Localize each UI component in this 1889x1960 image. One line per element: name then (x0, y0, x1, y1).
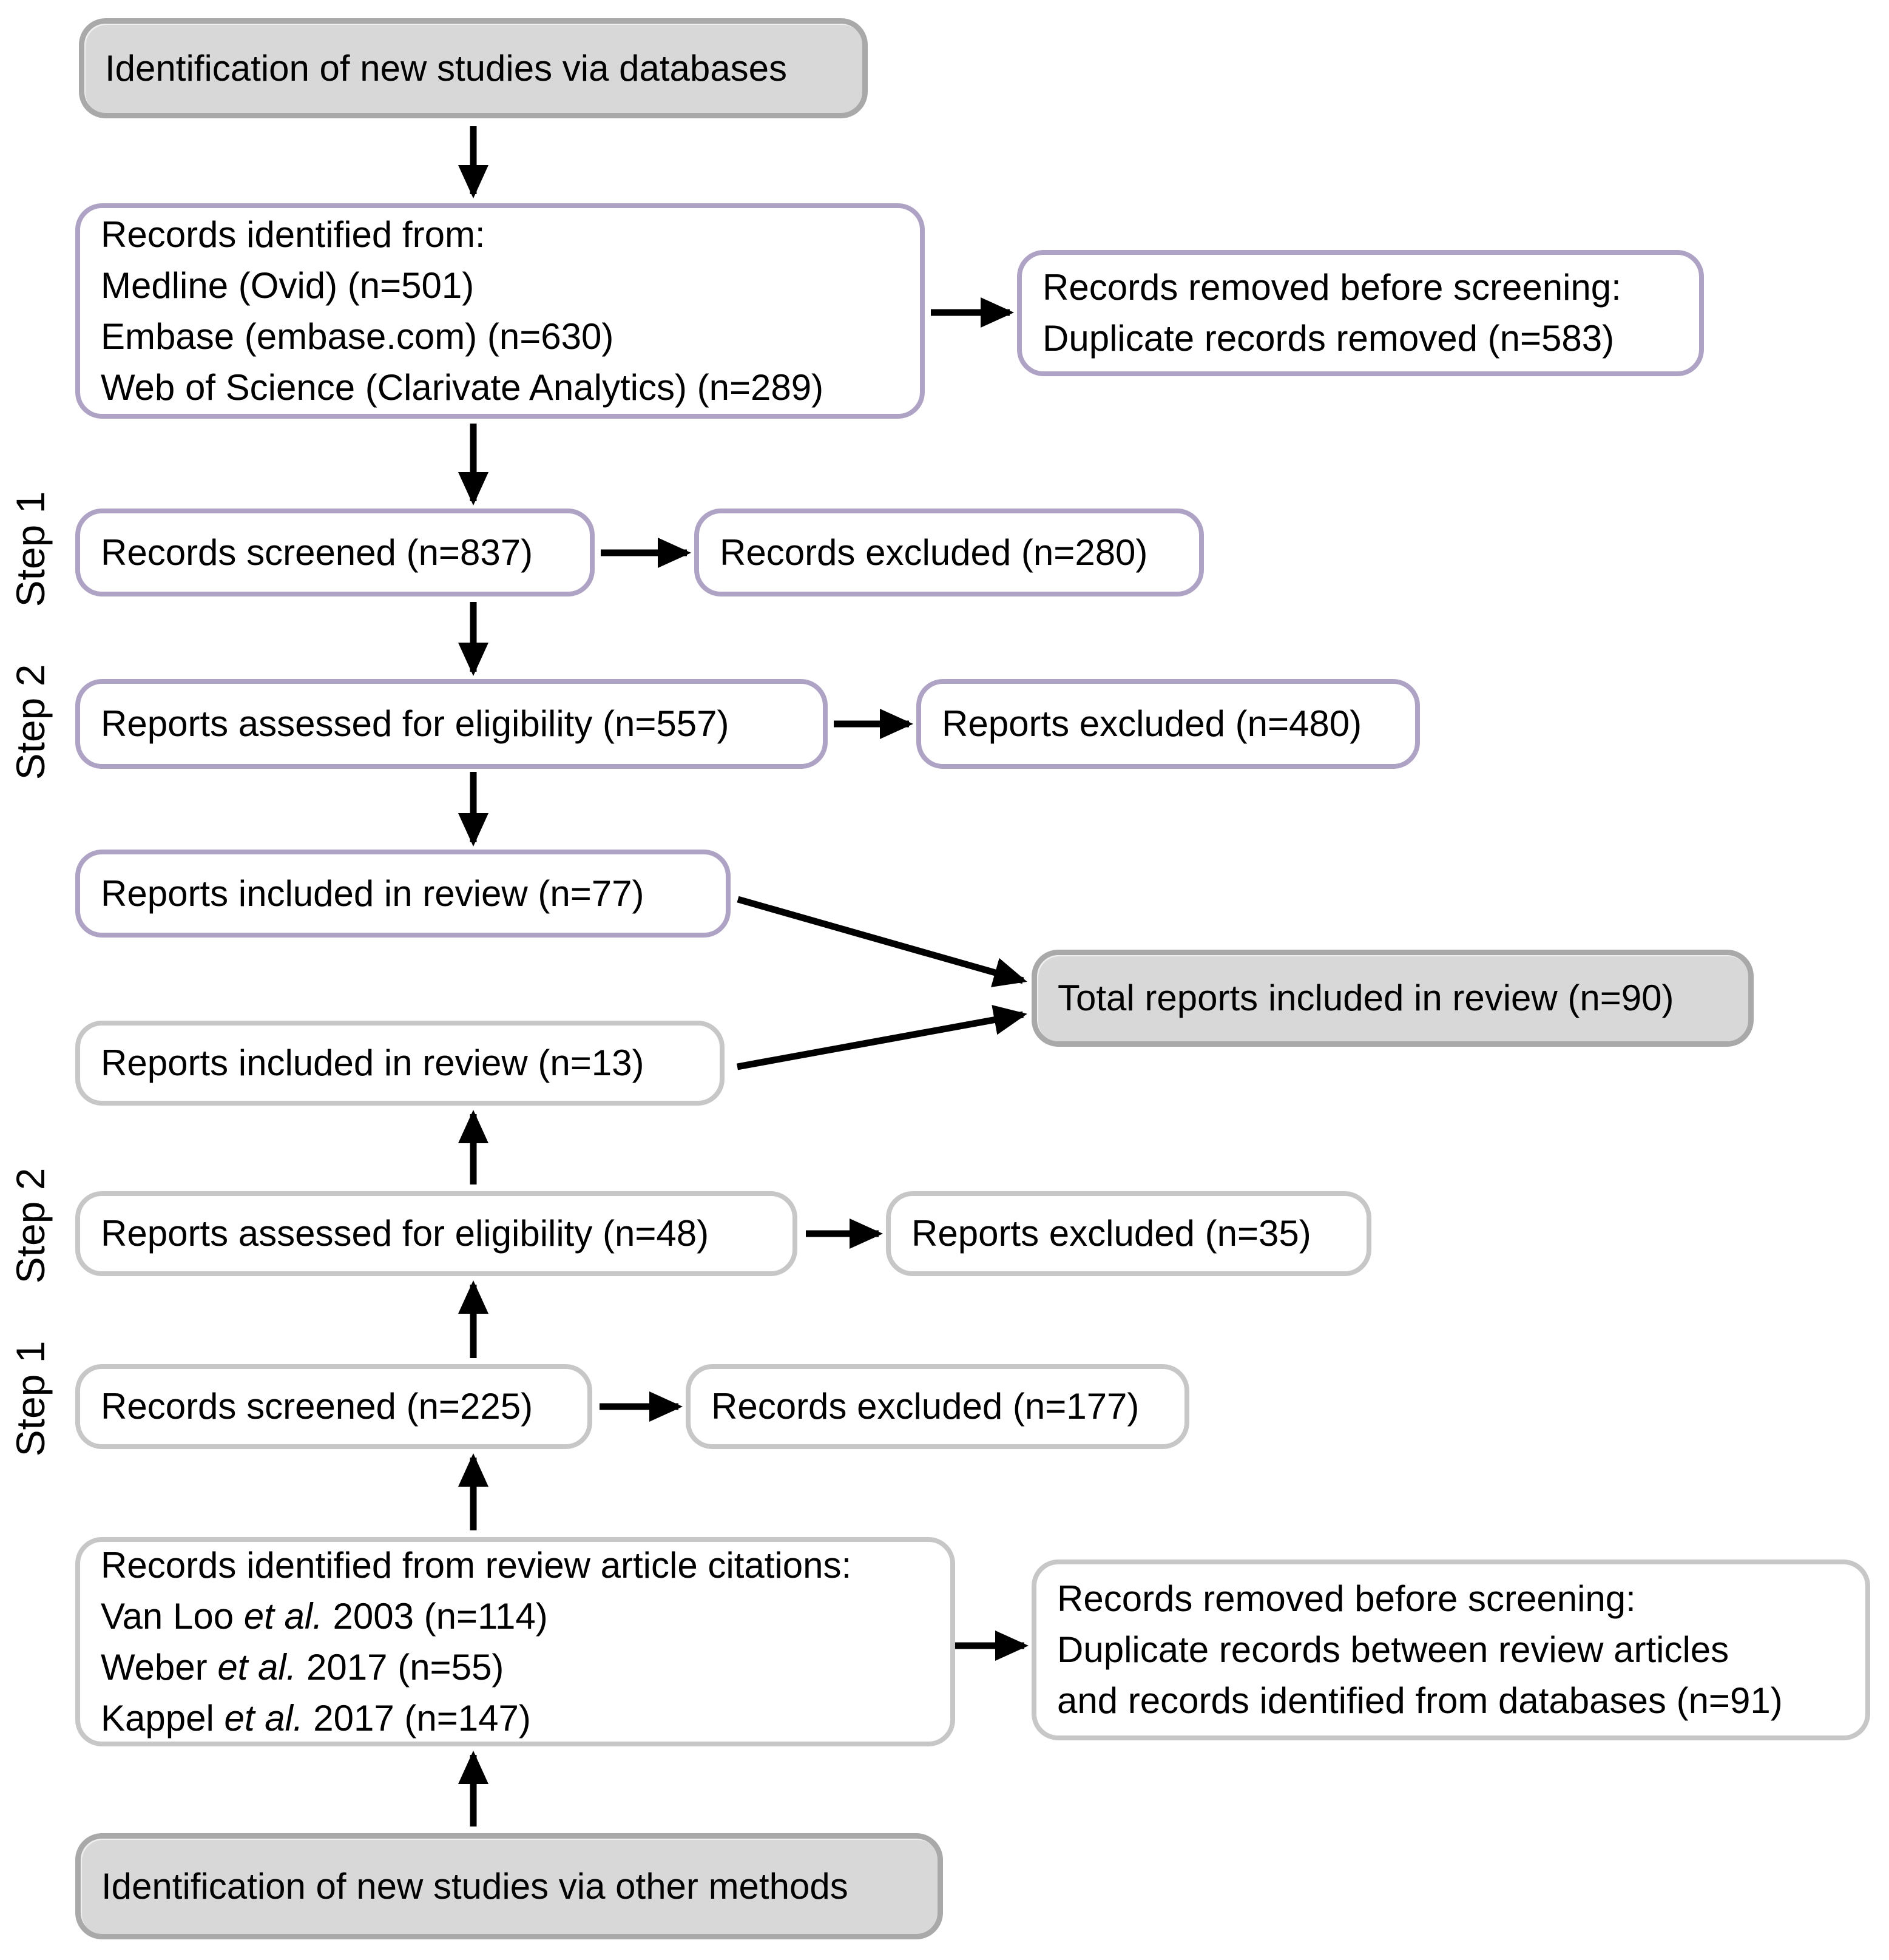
node-reports-excluded-other: Reports excluded (n=35) (886, 1191, 1371, 1276)
node-line: Web of Science (Clarivate Analytics) (n=… (101, 367, 824, 408)
node-reports-assessed-other: Reports assessed for eligibility (n=48) (75, 1191, 797, 1276)
citation-etal: et al. (243, 1595, 323, 1637)
citation-text: Van Loo (101, 1595, 244, 1637)
node-line: Duplicate records between review article… (1057, 1629, 1729, 1670)
citation-line: Van Loo et al. 2003 (n=114) (101, 1591, 548, 1642)
step-label-bottom-2: Step 2 (8, 1168, 53, 1284)
node-records-excluded-databases: Records excluded (n=280) (694, 509, 1204, 596)
node-title-other-methods: Identification of new studies via other … (75, 1833, 943, 1939)
node-records-screened-other: Records screened (n=225) (75, 1364, 592, 1449)
node-line: and records identified from databases (n… (1057, 1680, 1783, 1721)
node-records-removed-citations: Records removed before screening: Duplic… (1032, 1560, 1870, 1740)
arrow-included77-to-total (737, 896, 1027, 987)
node-label: Identification of new studies via other … (101, 1865, 848, 1907)
citation-text: Weber (101, 1646, 218, 1688)
citation-line: Weber et al. 2017 (n=55) (101, 1642, 504, 1693)
step-label-top-2: Step 2 (8, 664, 53, 780)
citation-etal: et al. (224, 1697, 303, 1739)
node-label: Identification of new studies via databa… (105, 47, 788, 89)
node-records-excluded-other: Records excluded (n=177) (686, 1364, 1189, 1449)
node-records-identified-databases: Records identified from: Medline (Ovid) … (75, 203, 925, 419)
node-total-reports-included: Total reports included in review (n=90) (1032, 950, 1754, 1047)
node-reports-included-databases: Reports included in review (n=77) (75, 850, 731, 938)
step-label-top-1: Step 1 (8, 491, 53, 607)
node-line: Embase (embase.com) (n=630) (101, 316, 614, 357)
node-records-identified-citations: Records identified from review article c… (75, 1537, 955, 1746)
node-label: Records excluded (n=177) (711, 1386, 1140, 1427)
node-label: Total reports included in review (n=90) (1058, 978, 1674, 1018)
step-label-bottom-1: Step 1 (8, 1340, 53, 1457)
node-reports-excluded-databases: Reports excluded (n=480) (916, 679, 1420, 769)
node-label: Reports included in review (n=77) (101, 873, 644, 914)
node-label: Records screened (n=225) (101, 1386, 533, 1427)
node-line: Records removed before screening: (1042, 267, 1621, 308)
citation-text: 2003 (n=114) (322, 1595, 548, 1637)
node-line: Records identified from review article c… (101, 1544, 852, 1586)
node-label: Reports assessed for eligibility (n=557) (101, 703, 729, 744)
node-line: Records identified from: (101, 214, 485, 255)
node-label: Records excluded (n=280) (720, 532, 1148, 573)
citation-line: Kappel et al. 2017 (n=147) (101, 1693, 531, 1744)
citation-text: 2017 (n=147) (303, 1697, 531, 1739)
node-records-removed-databases: Records removed before screening: Duplic… (1017, 250, 1704, 376)
node-label: Reports assessed for eligibility (n=48) (101, 1213, 709, 1254)
node-label: Records screened (n=837) (101, 532, 533, 573)
node-line: Medline (Ovid) (n=501) (101, 265, 475, 306)
node-reports-assessed-databases: Reports assessed for eligibility (n=557) (75, 679, 828, 769)
node-title-databases: Identification of new studies via databa… (79, 18, 868, 118)
arrow-included13-to-total (737, 1005, 1027, 1070)
node-label: Reports excluded (n=35) (911, 1213, 1311, 1254)
citation-text: 2017 (n=55) (296, 1646, 504, 1688)
node-records-screened-databases: Records screened (n=837) (75, 509, 595, 596)
node-line: Records removed before screening: (1057, 1578, 1636, 1619)
node-reports-included-other: Reports included in review (n=13) (75, 1021, 725, 1106)
node-label: Reports excluded (n=480) (942, 703, 1362, 744)
node-line: Duplicate records removed (n=583) (1042, 318, 1615, 359)
node-label: Reports included in review (n=13) (101, 1043, 644, 1083)
citation-etal: et al. (217, 1646, 297, 1688)
citation-text: Kappel (101, 1697, 225, 1739)
